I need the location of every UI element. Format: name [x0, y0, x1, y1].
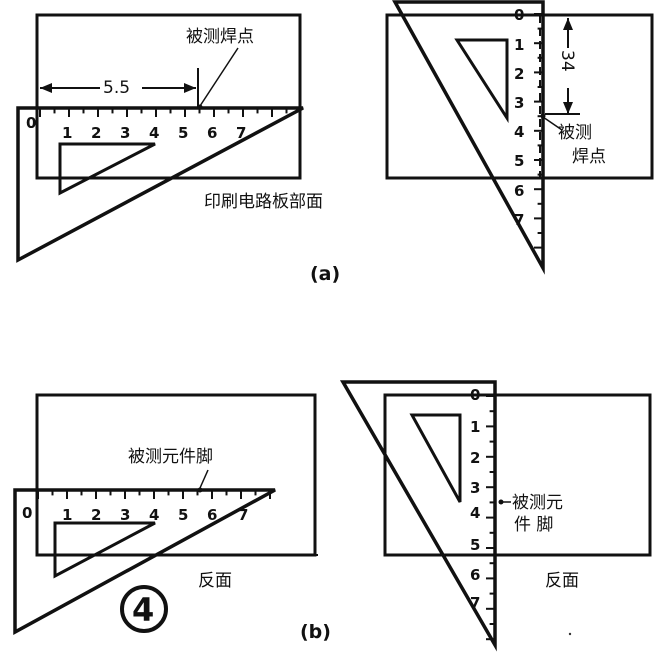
tick-label: 1: [62, 506, 72, 524]
tick-label: 3: [514, 94, 524, 112]
tick-label: 0: [22, 504, 32, 522]
dimension-label-bg: [558, 48, 578, 88]
figure-number-badge: [120, 585, 168, 633]
figure-number: 4: [132, 591, 154, 629]
set-square-cutout: [53, 521, 156, 579]
set-square-cutout: [409, 413, 462, 503]
stray-dot: [568, 632, 572, 636]
tick-label: 5: [178, 124, 188, 142]
tick-label: 2: [91, 506, 101, 524]
dimension-label-bg: [100, 74, 142, 98]
set-square: [13, 488, 276, 635]
callout-leader: [542, 116, 563, 131]
ruler-tick-labels: 0 1 2 3 4 5 6 7: [22, 504, 248, 524]
callout-label-line2: 焊点: [572, 147, 606, 167]
set-square: [16, 106, 304, 263]
tick-label: 1: [62, 124, 72, 142]
tick-label: 7: [238, 506, 248, 524]
ruler-tick-labels: 0 1 2 3 4 5 6 7: [26, 114, 246, 142]
set-square-cutout: [454, 38, 509, 124]
ruler-ticks: [486, 395, 495, 641]
callout-label-line2: 件 脚: [514, 515, 553, 535]
pcb-board: [383, 393, 652, 557]
tick-label: 3: [120, 124, 130, 142]
tick-label: 3: [120, 506, 130, 524]
tick-label: 0: [514, 6, 524, 24]
arrow-up: [563, 18, 573, 30]
set-square-cutout: [58, 142, 156, 196]
tick-label: 6: [470, 566, 480, 584]
tick-label: 0: [470, 386, 480, 404]
set-square: [339, 380, 497, 652]
tick-label: 5: [470, 536, 480, 554]
tick-label: 6: [207, 124, 217, 142]
callout-leader: [199, 47, 239, 107]
tick-label: 1: [470, 418, 480, 436]
callout-leader: [199, 469, 209, 489]
solder-point: [540, 113, 546, 119]
tick-label: 0: [26, 114, 36, 132]
callout-label: 被测焊点: [186, 27, 254, 47]
tick-label: 4: [514, 123, 524, 141]
component-pin-point: [197, 487, 203, 493]
figure-a-right: 0 1 2 3 4 5 6 7 34 被测 焊点: [385, 0, 654, 275]
pcb-board: [35, 393, 317, 557]
arrow-left: [40, 83, 52, 93]
callout-label-line1: 被测: [558, 123, 592, 143]
tick-label: 5: [178, 506, 188, 524]
figure-a-left: 0 1 2 3 4 5 6 7 5.5 被测焊点 印刷电路板部面: [16, 13, 323, 263]
tick-label: 7: [236, 124, 246, 142]
ruler-tick-labels: 0 1 2 3 4 5 6 7: [470, 386, 480, 612]
ruler-ticks: [39, 108, 288, 117]
tick-label: 2: [470, 449, 480, 467]
tick-label: 1: [514, 36, 524, 54]
tick-label: 4: [470, 504, 480, 522]
board-caption: 反面: [545, 571, 579, 591]
dimension-label: 34: [557, 50, 577, 72]
ruler-ticks: [534, 13, 543, 249]
arrow-down: [563, 102, 573, 114]
arrow-right: [184, 83, 196, 93]
tick-label: 3: [470, 479, 480, 497]
tick-label: 7: [514, 211, 524, 229]
dimension-label: 5.5: [103, 78, 130, 98]
tick-label: 4: [149, 506, 159, 524]
tick-label: 6: [514, 182, 524, 200]
board-caption: 印刷电路板部面: [204, 192, 323, 212]
pcb-board: [35, 13, 302, 180]
figure-b-right: 0 1 2 3 4 5 6 7 被测元 件 脚 反面: [339, 380, 652, 652]
ruler-tick-labels: 0 1 2 3 4 5 6 7: [514, 6, 524, 229]
tick-label: 2: [91, 124, 101, 142]
tick-label: 2: [514, 65, 524, 83]
figure-b-left: 0 1 2 3 4 5 6 7 被测元件脚 反面 4: [13, 393, 320, 635]
tick-label: 5: [514, 152, 524, 170]
figure-b-label: (b): [300, 621, 331, 643]
tick-label: 6: [207, 506, 217, 524]
set-square: [392, 0, 545, 275]
figure-a-label: (a): [310, 263, 340, 285]
ruler-ticks: [37, 490, 271, 499]
solder-point: [197, 104, 203, 110]
tick-label: 7: [470, 594, 480, 612]
callout-label: 被测元件脚: [128, 447, 213, 467]
board-caption: 反面: [198, 571, 232, 591]
callout-label-line1: 被测元: [512, 493, 563, 513]
tick-label: 4: [149, 124, 159, 142]
pcb-board: [385, 13, 654, 180]
